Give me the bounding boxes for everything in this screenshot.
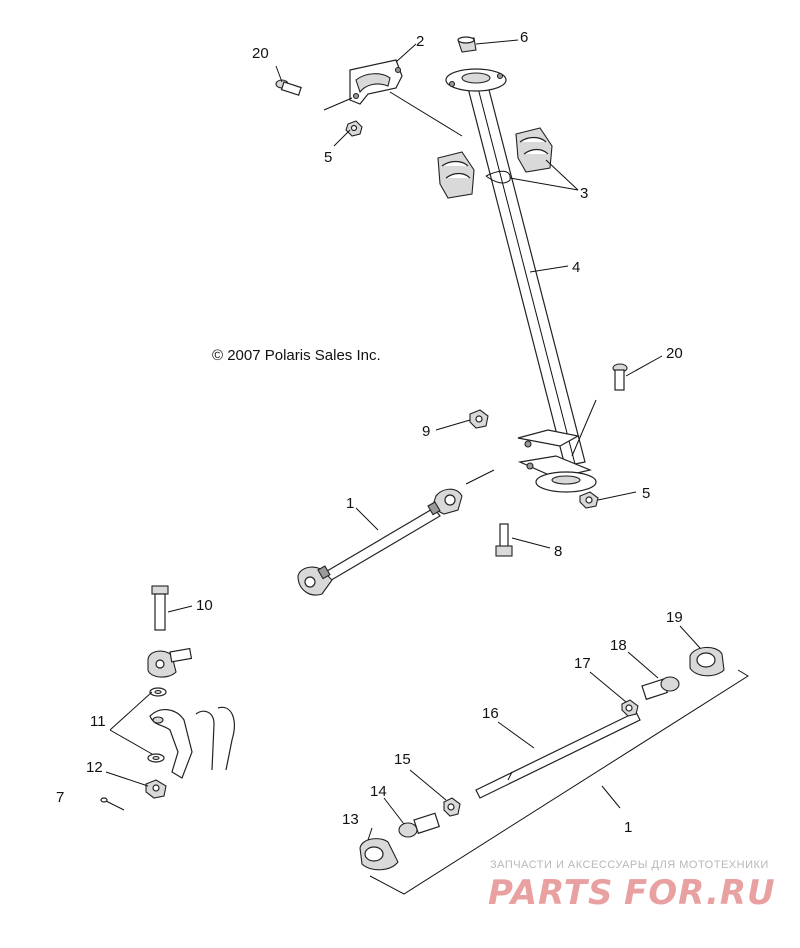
leader-lines — [105, 39, 749, 895]
callout-2: 2 — [416, 33, 424, 50]
callout-17: 17 — [574, 655, 591, 672]
cap-6 — [457, 36, 477, 53]
nut-12 — [145, 779, 167, 799]
callout-1-lower: 1 — [624, 819, 632, 836]
callout-11: 11 — [90, 713, 106, 730]
bushing-right — [515, 127, 553, 173]
bolt-8 — [495, 523, 513, 557]
steering-post — [445, 68, 597, 493]
callout-8: 8 — [554, 543, 562, 560]
jam-nut-17 — [621, 699, 639, 717]
bolt-20-top — [275, 79, 302, 96]
callout-1-upper: 1 — [346, 495, 354, 512]
nut-5-top — [345, 120, 363, 137]
watermark: ЗАПЧАСТИ И АКСЕССУАРЫ ДЛЯ МОТОТЕХНИКИ PA… — [488, 859, 776, 913]
copyright-text: © 2007 Polaris Sales Inc. — [212, 347, 381, 364]
watermark-brand-right: FOR.RU — [624, 873, 776, 913]
callout-6: 6 — [520, 29, 528, 46]
callout-15: 15 — [394, 751, 411, 768]
callout-13: 13 — [342, 811, 359, 828]
callout-14: 14 — [370, 783, 387, 800]
rod-16 — [475, 711, 641, 799]
ball-joint-18 — [641, 676, 680, 701]
washer-11-top — [149, 687, 167, 697]
bracket-part — [349, 59, 403, 105]
callout-20-top: 20 — [252, 45, 269, 62]
nut-5-right — [579, 491, 599, 509]
callout-4: 4 — [572, 259, 580, 276]
bolt-10 — [151, 585, 169, 631]
rod-end-lower-left — [147, 647, 193, 678]
ball-joint-14 — [398, 812, 441, 838]
callout-7: 7 — [56, 789, 64, 806]
callout-12: 12 — [86, 759, 103, 776]
watermark-brand-left: PARTS — [488, 873, 613, 913]
callout-10: 10 — [196, 597, 213, 614]
callout-16: 16 — [482, 705, 499, 722]
bolt-20-right — [612, 363, 628, 391]
jam-nut-15 — [443, 797, 461, 817]
bushing-left — [437, 151, 475, 199]
callout-labels: 20 2 5 6 3 4 20 9 5 1 8 10 11 12 7 13 14… — [56, 29, 683, 836]
spindle-arm — [149, 706, 235, 779]
callout-3: 3 — [580, 185, 588, 202]
bushing-strap — [485, 170, 511, 184]
cotter-pin-7 — [100, 797, 125, 811]
rod-end-13 — [359, 838, 399, 871]
watermark-subtitle: ЗАПЧАСТИ И АКСЕССУАРЫ ДЛЯ МОТОТЕХНИКИ — [490, 859, 769, 871]
washer-11-bottom — [147, 753, 165, 763]
callout-18: 18 — [610, 637, 627, 654]
callout-19: 19 — [666, 609, 683, 626]
tie-rod-upper — [297, 488, 463, 596]
callout-20-right: 20 — [666, 345, 683, 362]
callout-5-top: 5 — [324, 149, 332, 166]
callout-5-right: 5 — [642, 485, 650, 502]
nut-9 — [469, 409, 489, 429]
callout-9: 9 — [422, 423, 430, 440]
rod-end-19 — [689, 646, 725, 677]
